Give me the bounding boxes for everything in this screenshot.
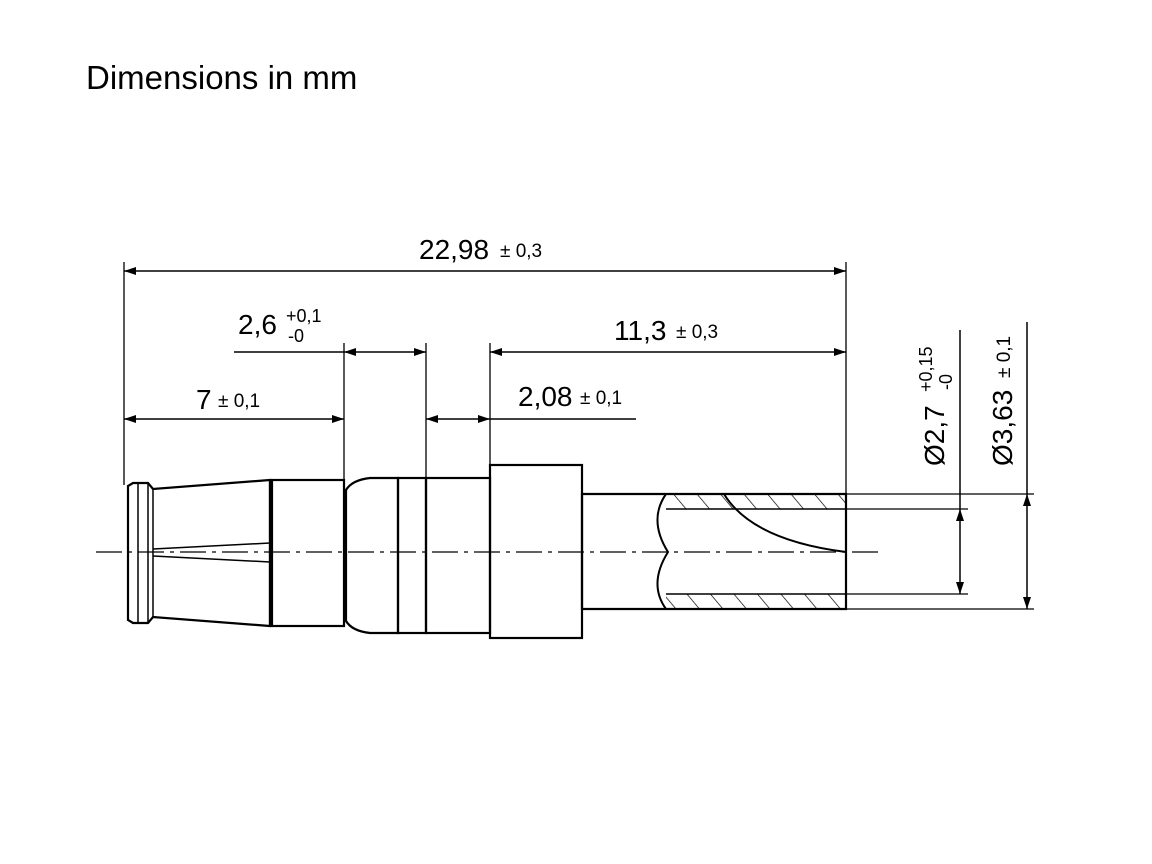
svg-text:± 0,3: ± 0,3 [500, 241, 542, 262]
groove-section [344, 476, 400, 635]
dim-overall-length: 22,98 ± 0,3 [419, 234, 542, 265]
dim-groove-width: 2,6 +0,1 -0 [238, 306, 322, 346]
svg-text:22,98: 22,98 [419, 234, 489, 265]
barrel-section [656, 493, 847, 610]
svg-text:Ø3,63: Ø3,63 [987, 390, 1018, 466]
svg-text:7: 7 [196, 384, 212, 415]
dim-collar-offset: 2,08 ± 0,1 [518, 381, 622, 412]
svg-text:+0,1: +0,1 [286, 306, 322, 326]
extension-lines [123, 262, 1034, 610]
svg-text:± 0,1: ± 0,1 [994, 336, 1015, 378]
dim-inner-diameter: Ø2,7 +0,15 -0 [916, 346, 956, 466]
front-sleeve [126, 478, 272, 628]
dim-pin-length: 11,3 ± 0,3 [614, 315, 718, 346]
svg-text:± 0,1: ± 0,1 [218, 391, 260, 412]
svg-text:2,6: 2,6 [238, 309, 277, 340]
dimension-lines [124, 267, 1031, 609]
svg-text:-0: -0 [288, 326, 304, 346]
dim-outer-diameter: Ø3,63 ± 0,1 [987, 336, 1018, 466]
svg-text:Ø2,7: Ø2,7 [919, 405, 950, 466]
svg-text:+0,15: +0,15 [916, 346, 936, 392]
groove-step [396, 476, 428, 635]
neck [424, 476, 492, 635]
dim-front-length: 7 ± 0,1 [196, 384, 260, 415]
page-title: Dimensions in mm [86, 59, 358, 96]
svg-text:-0: -0 [936, 374, 956, 390]
svg-text:± 0,3: ± 0,3 [676, 322, 718, 343]
svg-text:± 0,1: ± 0,1 [580, 388, 622, 409]
body-ring [270, 478, 346, 628]
svg-text:11,3: 11,3 [614, 315, 666, 346]
svg-text:2,08: 2,08 [518, 381, 573, 412]
